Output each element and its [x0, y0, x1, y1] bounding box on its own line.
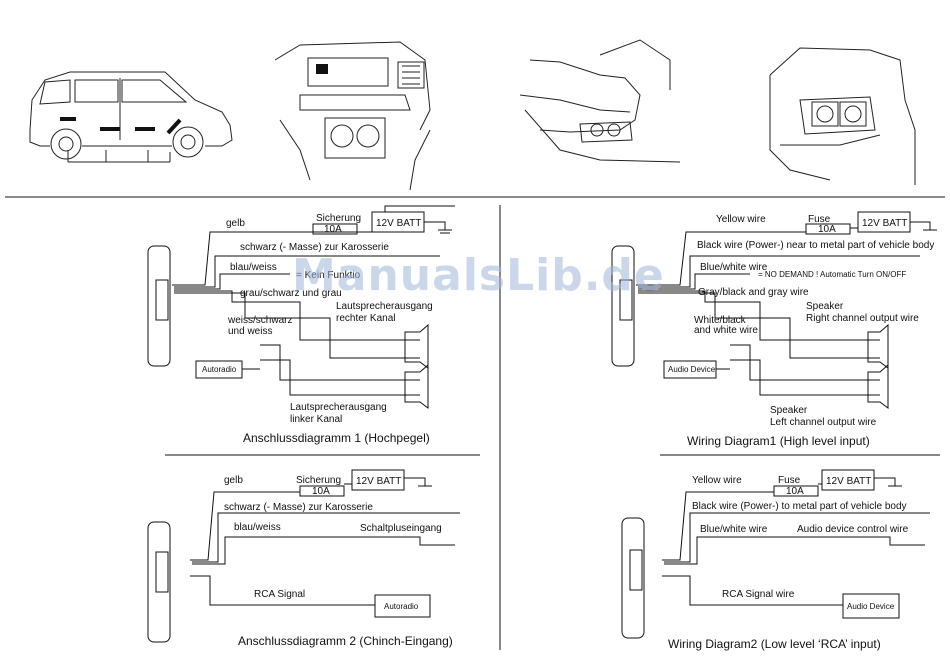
- white-wire-label-2: and white wire: [694, 325, 758, 336]
- gray-wire-label: grau/schwarz und grau: [240, 288, 342, 299]
- fuse-box: [299, 485, 345, 497]
- audio-source-box: [374, 594, 431, 618]
- diagram-caption: Anschlussdiagramm 2 (Chinch-Eingang): [238, 634, 453, 648]
- speaker-left-label-2: Left channel output wire: [770, 417, 877, 428]
- audio-source-label: Autoradio: [202, 365, 237, 374]
- wire-yellow-label: Yellow wire: [716, 214, 766, 225]
- audio-source-label: Audio Device: [668, 365, 716, 374]
- audio-source-label: Autoradio: [384, 602, 419, 611]
- audio-source-label: Audio Device: [847, 602, 895, 611]
- ground-wire-label: schwarz (- Masse) zur Karosserie: [240, 242, 389, 253]
- diagram-caption: Anschlussdiagramm 1 (Hochpegel): [243, 431, 430, 445]
- speaker-left: [867, 363, 889, 409]
- fuse-value: 10A: [324, 224, 342, 235]
- trunk-illustration: [769, 47, 916, 185]
- fuse-label: Sicherung: [296, 475, 341, 486]
- blue-wire-label: Blue/white wire: [700, 262, 768, 273]
- fuse-value: 10A: [818, 224, 836, 235]
- ground-wire-label: Black wire (Power-) to metal part of veh…: [692, 501, 907, 512]
- wire-yellow-label: gelb: [224, 475, 243, 486]
- fuse-box: [312, 223, 358, 235]
- minivan-illustration: [29, 71, 233, 163]
- battery-label: 12V BATT: [376, 218, 421, 229]
- speaker-right-label-1: Speaker: [806, 301, 844, 312]
- console-illustration: [274, 41, 431, 191]
- watermark: ManualsLib.de: [292, 250, 665, 301]
- speaker-right: [867, 323, 889, 369]
- blue-wire-label: blau/weiss: [230, 262, 277, 273]
- battery-label: 12V BATT: [356, 476, 401, 487]
- white-wire-label-1: White/black: [694, 315, 747, 326]
- rca-signal-label: RCA Signal wire: [722, 589, 795, 600]
- speaker-right-label-2: rechter Kanal: [336, 313, 395, 324]
- battery-box: [821, 469, 875, 491]
- underseat-illustration: [519, 39, 681, 163]
- speaker-left-label-1: Lautsprecherausgang: [290, 402, 387, 413]
- speaker-right: [404, 323, 429, 369]
- fuse-value: 10A: [786, 486, 804, 497]
- fuse-value: 10A: [312, 486, 330, 497]
- wire-yellow-label: Yellow wire: [692, 475, 742, 486]
- speaker-left-label-1: Speaker: [770, 405, 808, 416]
- speaker-right-label-1: Lautsprecherausgang: [336, 301, 433, 312]
- battery-box: [351, 469, 405, 491]
- blue-wire-label: blau/weiss: [234, 522, 281, 533]
- gray-wire-label: Gray/black and gray wire: [698, 287, 809, 298]
- control-wire-label: Audio device control wire: [797, 524, 909, 535]
- fuse-label: Fuse: [778, 475, 801, 486]
- ground-wire-label: schwarz (- Masse) zur Karosserie: [224, 502, 373, 513]
- rca-signal-label: RCA Signal: [254, 589, 305, 600]
- diagram-caption: Wiring Diagram2 (Low level ‘RCA’ input): [668, 637, 881, 651]
- wire-yellow-label: gelb: [226, 218, 245, 229]
- fuse-label: Sicherung: [316, 213, 361, 224]
- wiring-diagram-de-1: 12V BATT 10A Sicherung gelb schwarz (- M…: [147, 205, 455, 445]
- blue-wire-label: Blue/white wire: [700, 524, 768, 535]
- wiring-diagram-en-1: 12V BATT 10A Fuse Yellow wire Black wire…: [611, 211, 937, 448]
- diagram-caption: Wiring Diagram1 (High level input): [687, 434, 870, 448]
- wiring-diagram-en-2: 12V BATT 10A Fuse Yellow wire Black wire…: [621, 469, 930, 651]
- battery-label: 12V BATT: [826, 476, 871, 487]
- speaker-left: [404, 363, 429, 409]
- fuse-box: [773, 485, 819, 497]
- ground-wire-label: Black wire (Power-) near to metal part o…: [697, 240, 934, 251]
- fuse-label: Fuse: [808, 214, 831, 225]
- control-wire-label: Schaltpluseingang: [360, 523, 442, 534]
- fuse-box: [805, 223, 851, 235]
- speaker-left-label-2: linker Kanal: [290, 414, 342, 425]
- blue-wire-note: = NO DEMAND ! Automatic Turn ON/OFF: [758, 270, 906, 279]
- white-wire-label-1: weiss/schwarz: [227, 315, 292, 326]
- wiring-diagram-de-2: 12V BATT 10A Sicherung gelb schwarz (- M…: [147, 469, 460, 648]
- audio-source-box: [842, 593, 900, 619]
- blue-wire-note: = Kein Funktio: [296, 270, 361, 281]
- battery-label: 12V BATT: [862, 218, 907, 229]
- speaker-right-label-2: Right channel output wire: [806, 313, 919, 324]
- white-wire-label-2: und weiss: [228, 326, 272, 337]
